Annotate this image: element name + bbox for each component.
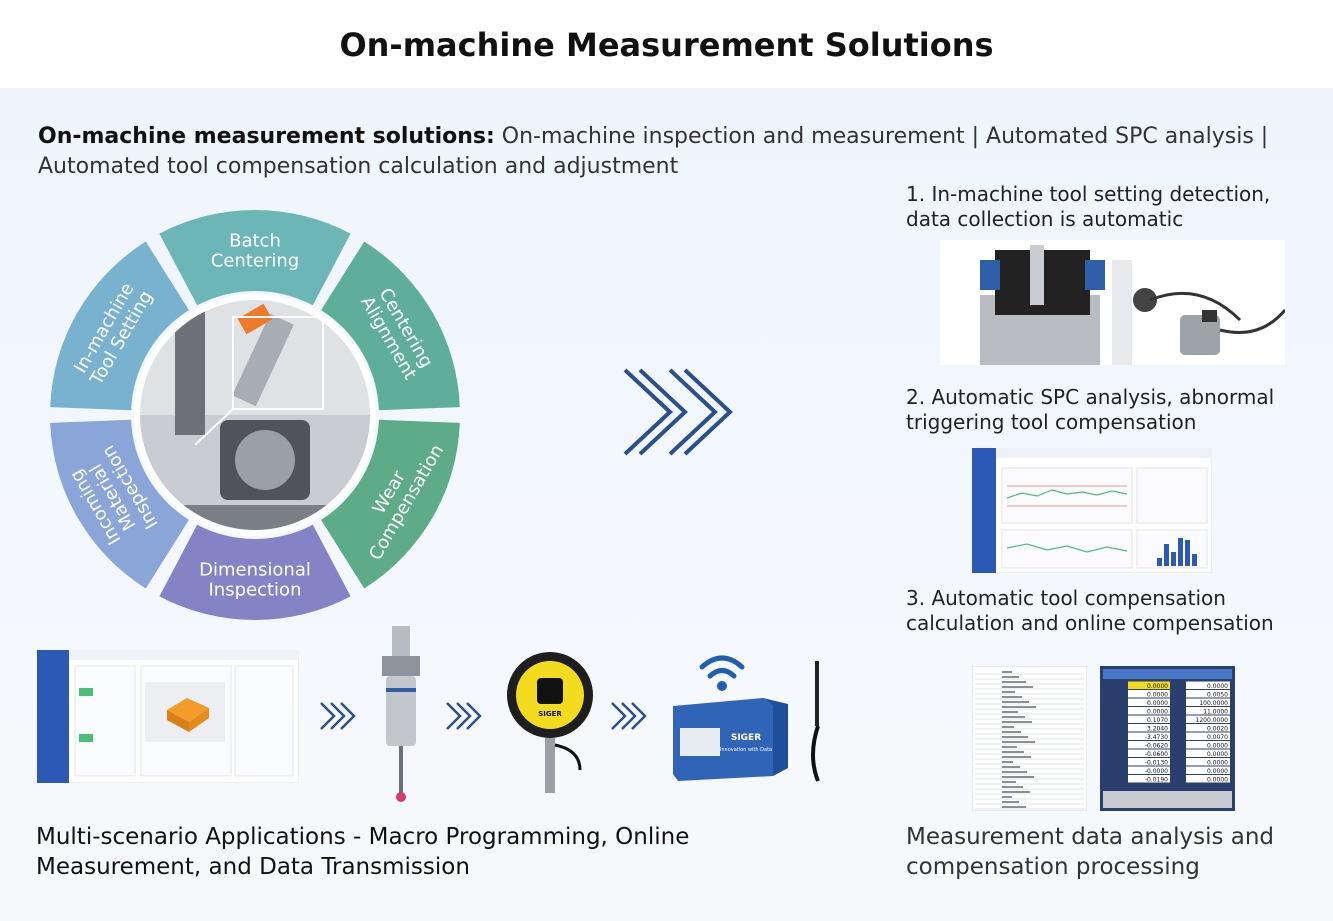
page-title: On-machine Measurement Solutions: [339, 26, 994, 64]
flow-arrow-big: [623, 368, 733, 456]
wifi-icon: [699, 655, 745, 691]
wheel-segment-0: [50, 419, 189, 589]
step-1-text: 1. In-machine tool setting detection, da…: [906, 182, 1271, 231]
gateway-slogan: Innovation with Data: [720, 747, 772, 753]
step-2-text: 2. Automatic SPC analysis, abnormal trig…: [906, 385, 1275, 434]
wheel-segment-3: [321, 241, 460, 411]
wheel-label-5-1: Inspection: [209, 580, 302, 601]
cnc-right-value: 0.0000: [1207, 751, 1228, 758]
wheel-segment-1: [50, 241, 189, 411]
wheel-label-2-1: Centering: [211, 251, 299, 272]
intro-body: On-machine inspection and measurement | …: [38, 124, 1269, 179]
cnc-value: -0.0130: [1145, 760, 1168, 767]
cnc-right-value: 0.0020: [1207, 726, 1228, 733]
wheel-segment-4: [321, 419, 460, 589]
cnc-right-value: 0.0000: [1207, 743, 1228, 750]
cnc-value: 0.1070: [1147, 717, 1168, 724]
flow-arrow-small-3: [611, 702, 647, 730]
flow-arrow-small-2: [446, 702, 482, 730]
compensation-table-screenshot: [972, 666, 1087, 811]
cnc-value: -0.0000: [1145, 768, 1168, 775]
cnc-value: -0.0190: [1145, 777, 1168, 784]
cnc-right-value: 0.0000: [1207, 777, 1228, 784]
cnc-value: 0.0000: [1147, 700, 1168, 707]
cnc-right-value: 100.0000: [1199, 700, 1228, 707]
cnc-value: -3.4730: [1145, 734, 1168, 741]
data-gateway-photo: SIGER Innovation with Data: [673, 661, 820, 782]
cnc-value: 0.0000: [1147, 692, 1168, 699]
spc-dashboard-screenshot: [972, 448, 1212, 573]
cnc-right-value: 0.0000: [1207, 768, 1228, 775]
process-wheel: IncomingMaterialInspectionIn-machineTool…: [50, 210, 460, 620]
flow-arrow-small-1: [320, 702, 356, 730]
cnc-value: 0.0000: [1147, 683, 1168, 690]
cnc-right-value: 0.0000: [1207, 683, 1228, 690]
wheel-segment-5: [159, 524, 351, 620]
wheel-label-2-0: Batch: [229, 231, 281, 252]
cnc-right-value: 11.0000: [1203, 709, 1228, 716]
wheel-label-5-0: Dimensional: [199, 560, 311, 581]
caption-analysis: Measurement data analysis and compensati…: [906, 824, 1275, 880]
probe-photo: [382, 626, 420, 802]
cnc-right-value: 0.0050: [1207, 692, 1228, 699]
cnc-right-value: 0.0000: [1207, 760, 1228, 767]
tool-setting-photo: [940, 240, 1285, 365]
cnc-right-value: 0.0070: [1207, 734, 1228, 741]
cnc-value: 3.2040: [1147, 726, 1168, 733]
step-3-text: 3. Automatic tool compensation calculati…: [906, 586, 1274, 635]
gateway-brand: SIGER: [731, 733, 761, 743]
caption-applications: Multi-scenario Applications - Macro Prog…: [36, 824, 690, 880]
cnc-value: -0.0600: [1145, 751, 1168, 758]
cnc-right-value: 1200.0000: [1196, 717, 1229, 724]
wheel-segment-2: [159, 210, 351, 306]
macro-programming-software-screenshot: [37, 650, 299, 783]
intro-text: On-machine measurement solutions: On-mac…: [38, 122, 1298, 182]
signal-receiver-photo: SIGER: [507, 652, 593, 793]
cnc-value: 0.0000: [1147, 709, 1168, 716]
receiver-brand: SIGER: [538, 710, 562, 718]
cnc-value: -0.0620: [1145, 743, 1168, 750]
intro-label: On-machine measurement solutions:: [38, 124, 495, 149]
